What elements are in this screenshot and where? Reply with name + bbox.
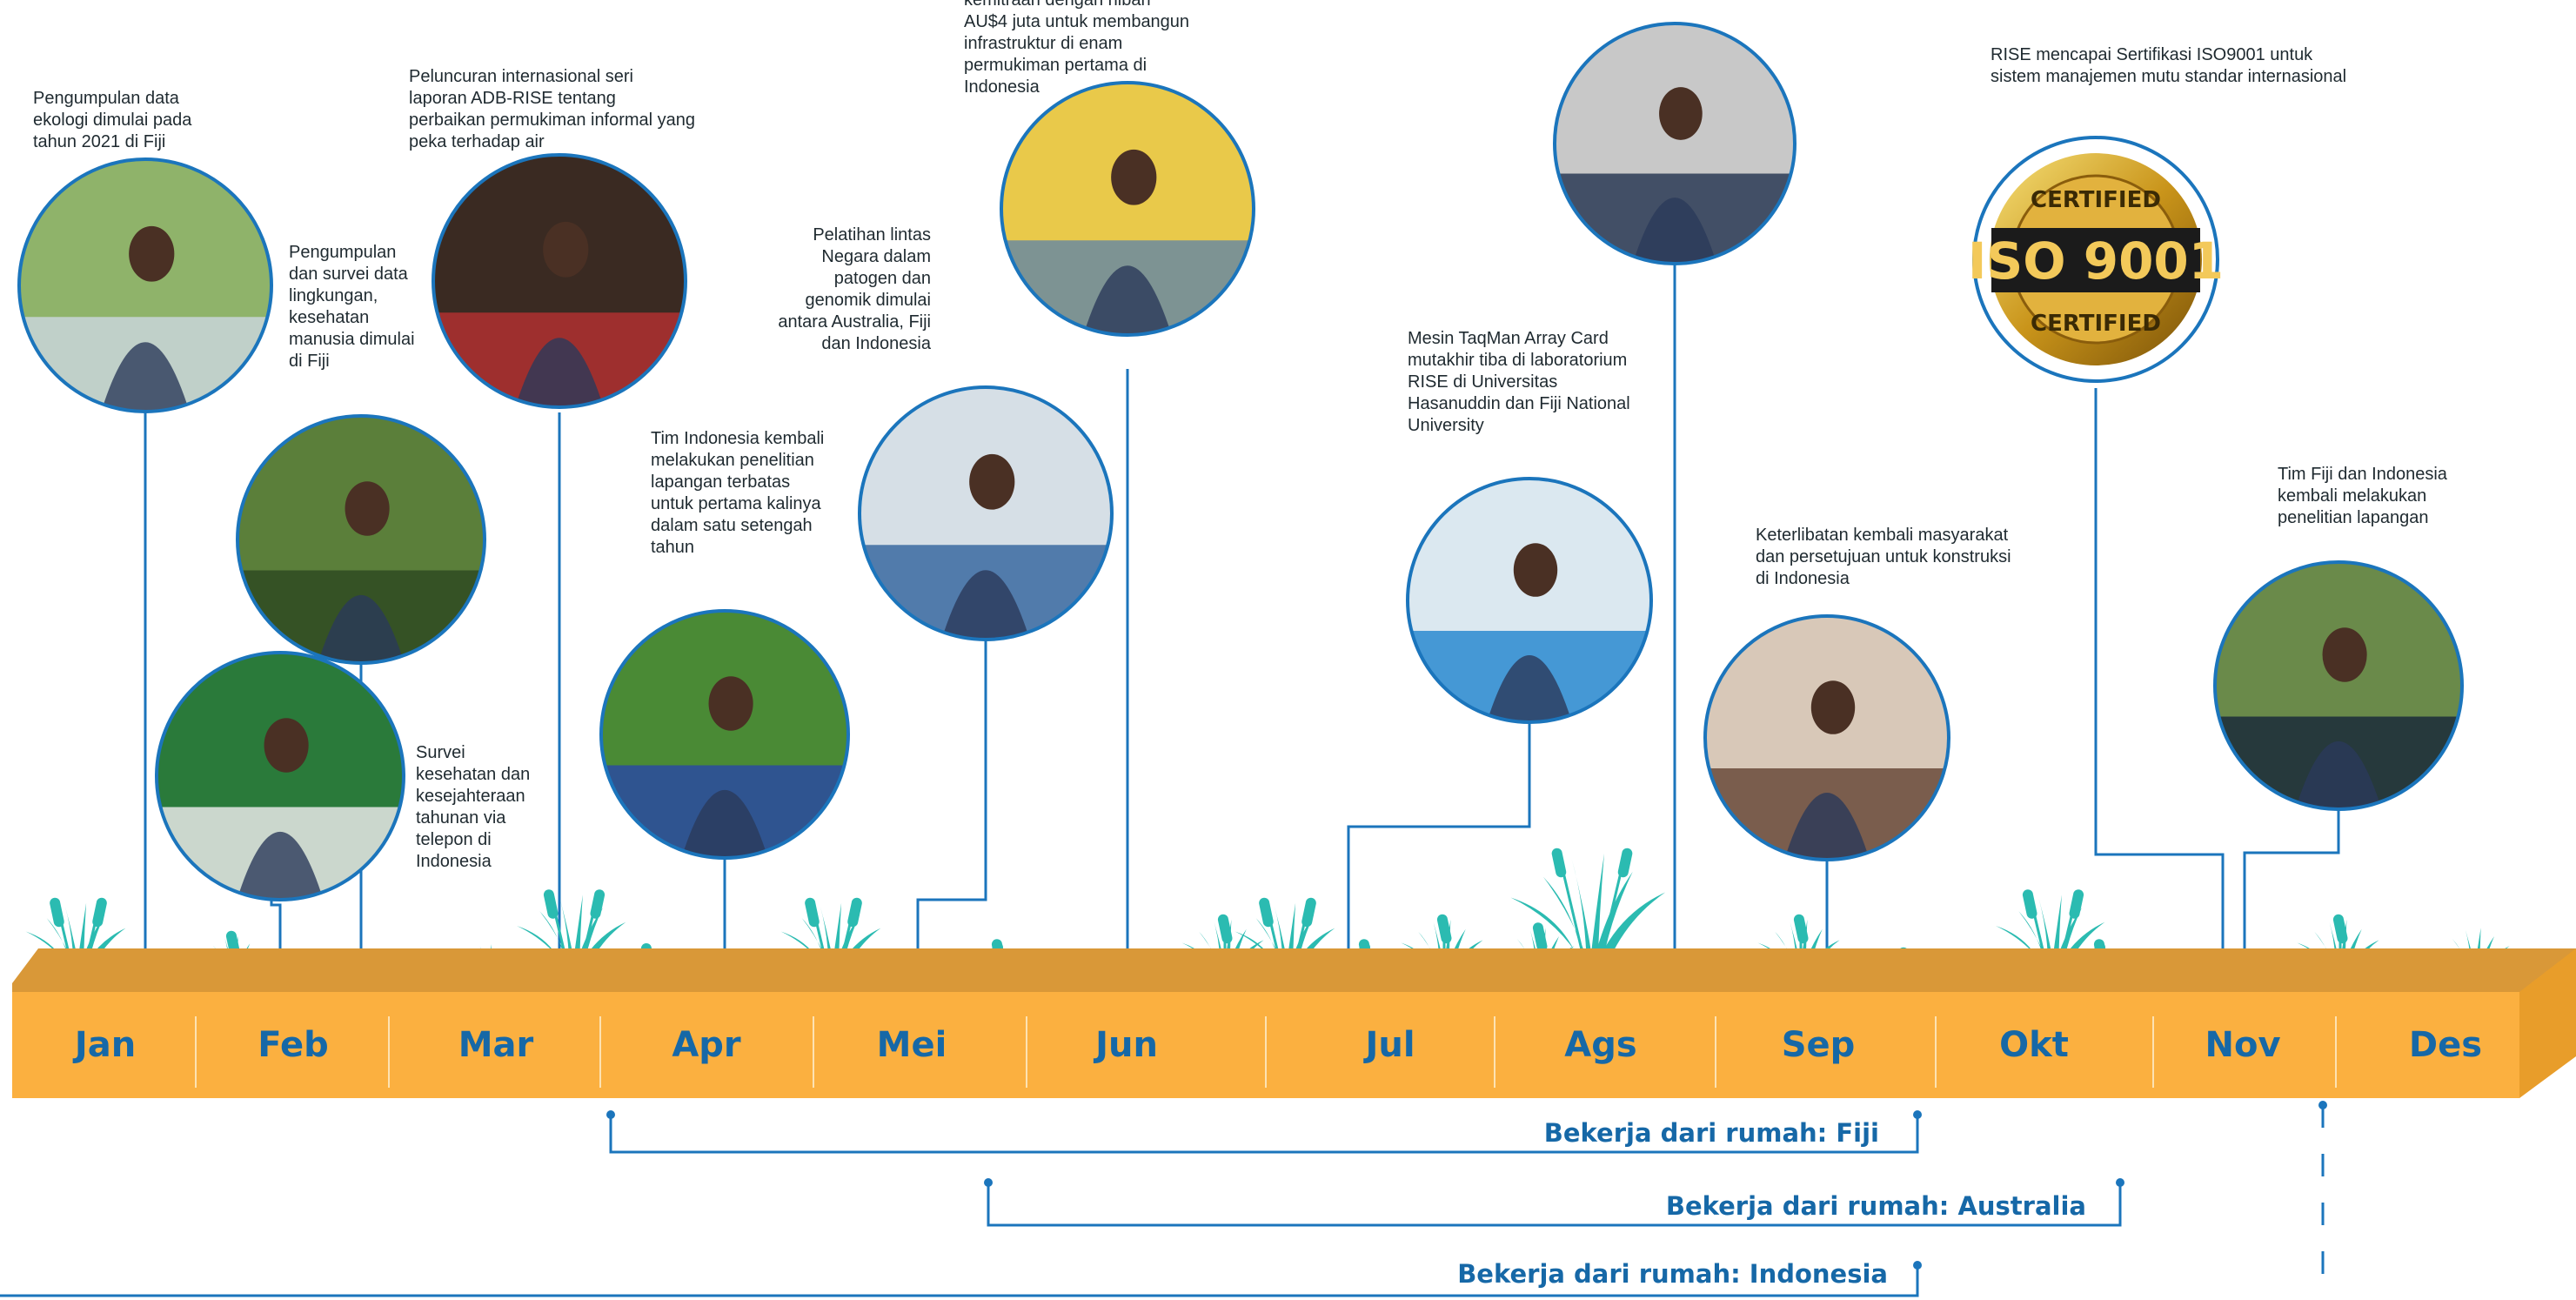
event-photo (858, 385, 1114, 641)
event-jun-kemitraan: kemitraan dengan hibah AU$4 juta untuk m… (964, 0, 1190, 97)
photo-circles (17, 22, 2464, 901)
wfh-australia-label: Bekerja dari rumah: Australia (1666, 1191, 2086, 1221)
event-apr-tim-indonesia: Tim Indonesia kembali melakukan peneliti… (651, 429, 825, 557)
event-mar-peluncuran: Peluncuran internasional seri laporan AD… (409, 67, 696, 151)
wfh-fiji-label: Bekerja dari rumah: Fiji (1544, 1118, 1879, 1148)
event-okt-iso: RISE mencapai Sertifikasi ISO9001 untuk … (1991, 45, 2347, 86)
wfh-bracket-dots (606, 1101, 2327, 1270)
month-label-jun: Jun (1095, 1025, 1158, 1065)
timeline-bar (12, 948, 2576, 1098)
event-photo (1000, 81, 1255, 337)
event-photo (17, 157, 273, 413)
month-label-jan: Jan (74, 1025, 137, 1065)
event-photo (1406, 477, 1653, 724)
event-photo (155, 651, 405, 901)
month-label-jul: Jul (1365, 1025, 1415, 1065)
event-photo (599, 609, 850, 860)
iso-badge: ISO 9001 CERTIFIED CERTIFIED (1968, 136, 2224, 383)
event-photo (236, 414, 486, 665)
wfh-brackets (0, 1116, 2122, 1297)
event-nov-tim-fiji: Tim Fiji dan Indonesia kembali melakukan… (2278, 465, 2447, 527)
event-sep-keterlibatan: Keterlibatan kembali masyarakat dan pers… (1756, 526, 2011, 588)
month-label-nov: Nov (2205, 1025, 2281, 1065)
month-dividers (195, 1016, 2337, 1088)
event-mei-pelatihan: Pelatihan lintas Negara dalam patogen da… (778, 225, 931, 353)
month-label-sep: Sep (1781, 1025, 1856, 1065)
event-photo (2213, 560, 2464, 811)
iso-badge-top: CERTIFIED (2031, 187, 2161, 213)
month-label-okt: Okt (1999, 1025, 2069, 1065)
event-photo (1553, 22, 1797, 265)
month-label-ags: Ags (1564, 1025, 1637, 1065)
month-label-apr: Apr (672, 1025, 741, 1065)
month-label-feb: Feb (258, 1025, 329, 1065)
month-label-mar: Mar (458, 1025, 534, 1065)
month-label-des: Des (2408, 1025, 2483, 1065)
event-jan-ekologi: Pengumpulan data ekologi dimulai pada ta… (33, 89, 192, 151)
event-photo (1703, 614, 1950, 861)
wfh-indonesia-label: Bekerja dari rumah: Indonesia (1457, 1259, 1888, 1289)
month-label-mei: Mei (876, 1025, 947, 1065)
event-jul-taqman: Mesin TaqMan Array Card mutakhir tiba di… (1408, 329, 1630, 435)
event-feb-survei-kesehatan: Survei kesehatan dan kesejahteraan tahun… (416, 743, 531, 871)
iso-badge-bottom: CERTIFIED (2031, 311, 2161, 337)
event-feb-survei-lingkungan: Pengumpulan dan survei data lingkungan, … (289, 243, 415, 371)
iso-badge-main: ISO 9001 (1968, 231, 2224, 291)
event-photo (432, 153, 687, 409)
